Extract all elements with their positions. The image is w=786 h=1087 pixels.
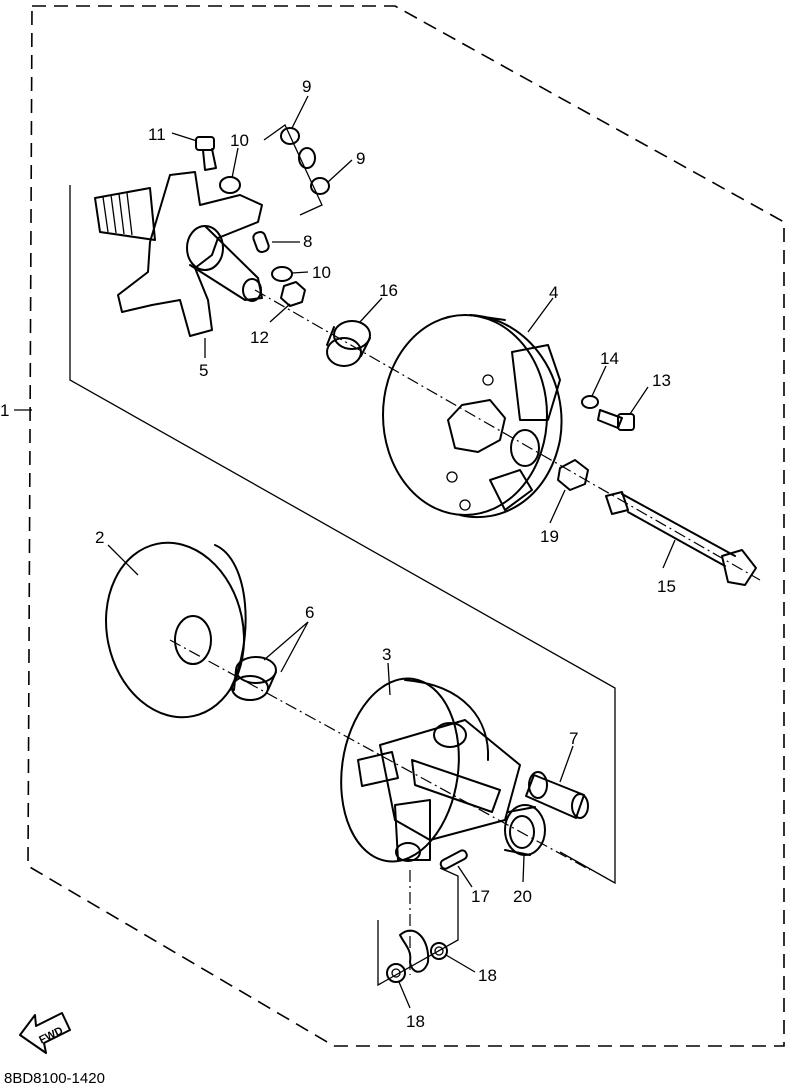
leader-16 xyxy=(359,297,383,323)
leader-6b xyxy=(280,621,309,673)
spider-hub xyxy=(94,171,263,337)
collar-10-upper xyxy=(219,176,241,194)
leader-13 xyxy=(629,386,649,415)
callout-2: 2 xyxy=(95,528,104,547)
bolt-11 xyxy=(195,136,217,171)
callout-20: 20 xyxy=(513,887,532,906)
leader-19 xyxy=(549,489,566,524)
callout-3: 3 xyxy=(382,645,391,664)
callout-18-right: 18 xyxy=(478,966,497,985)
leader-17 xyxy=(457,865,473,888)
leader-2 xyxy=(107,544,139,576)
main-axis-lower xyxy=(169,639,591,871)
leader-6a xyxy=(263,621,309,661)
assembly-boundary xyxy=(27,5,785,1047)
leader-9a xyxy=(291,95,309,129)
callout-11: 11 xyxy=(148,125,166,144)
callout-15: 15 xyxy=(657,577,676,596)
bolt-13 xyxy=(597,409,635,431)
sleeve-7 xyxy=(525,771,589,819)
movable-sheave-3 xyxy=(340,677,521,863)
leader-7 xyxy=(559,745,574,783)
leader-10a xyxy=(231,147,239,179)
nut-19 xyxy=(557,459,589,491)
weight-arm xyxy=(399,929,430,973)
callout-5: 5 xyxy=(199,361,208,380)
callout-10-upper: 10 xyxy=(230,131,249,150)
leader-3 xyxy=(387,662,391,696)
sheave-plate-2 xyxy=(105,541,247,719)
leader-14 xyxy=(591,365,607,397)
bolt-15 xyxy=(605,491,757,586)
fwd-label: FWD xyxy=(37,1025,65,1047)
callout-13: 13 xyxy=(652,371,671,390)
fwd-arrow-icon: FWD xyxy=(19,1012,71,1054)
weight-kit-frame xyxy=(377,867,459,987)
bushing-20 xyxy=(504,804,546,856)
callout-12: 12 xyxy=(250,328,269,347)
pin-17 xyxy=(439,849,468,870)
callout-18-left: 18 xyxy=(406,1012,425,1031)
callout-14: 14 xyxy=(600,349,619,368)
pin-8 xyxy=(252,230,270,254)
washer-14 xyxy=(581,395,599,409)
callout-4: 4 xyxy=(549,283,558,302)
leader-11 xyxy=(171,132,198,142)
figure-code: 8BD8100-1420 xyxy=(4,1070,105,1087)
callout-8: 8 xyxy=(303,232,312,251)
nut-9-upper xyxy=(280,127,300,145)
collar-10-lower xyxy=(271,266,293,282)
callout-10-lower: 10 xyxy=(312,263,331,282)
callout-19: 19 xyxy=(540,527,559,546)
callout-1: 1 xyxy=(0,401,9,420)
callout-17: 17 xyxy=(471,887,490,906)
upper-subassembly-frame xyxy=(69,185,616,885)
slider-6 xyxy=(231,656,277,701)
bolt-group-bracket xyxy=(263,124,323,216)
callout-6: 6 xyxy=(305,603,314,622)
leader-12 xyxy=(269,303,291,323)
callout-16: 16 xyxy=(379,281,398,300)
leader-4 xyxy=(527,297,554,333)
bushing-16 xyxy=(326,320,371,367)
leader-10b xyxy=(291,271,309,274)
roller-18-right xyxy=(430,942,448,960)
callout-7: 7 xyxy=(569,729,578,748)
nut-9-lower xyxy=(310,177,330,195)
callout-9-lower: 9 xyxy=(356,149,365,168)
leader-18b xyxy=(398,981,411,1009)
cover-4 xyxy=(382,314,563,519)
leader-18a xyxy=(445,954,476,973)
spring-9-middle xyxy=(298,147,316,169)
leader-20 xyxy=(522,855,525,883)
nut-12 xyxy=(280,281,306,307)
roller-18-left xyxy=(386,963,406,983)
callout-9-upper: 9 xyxy=(302,77,311,96)
leader-9b xyxy=(327,159,353,183)
leader-15 xyxy=(662,539,676,569)
